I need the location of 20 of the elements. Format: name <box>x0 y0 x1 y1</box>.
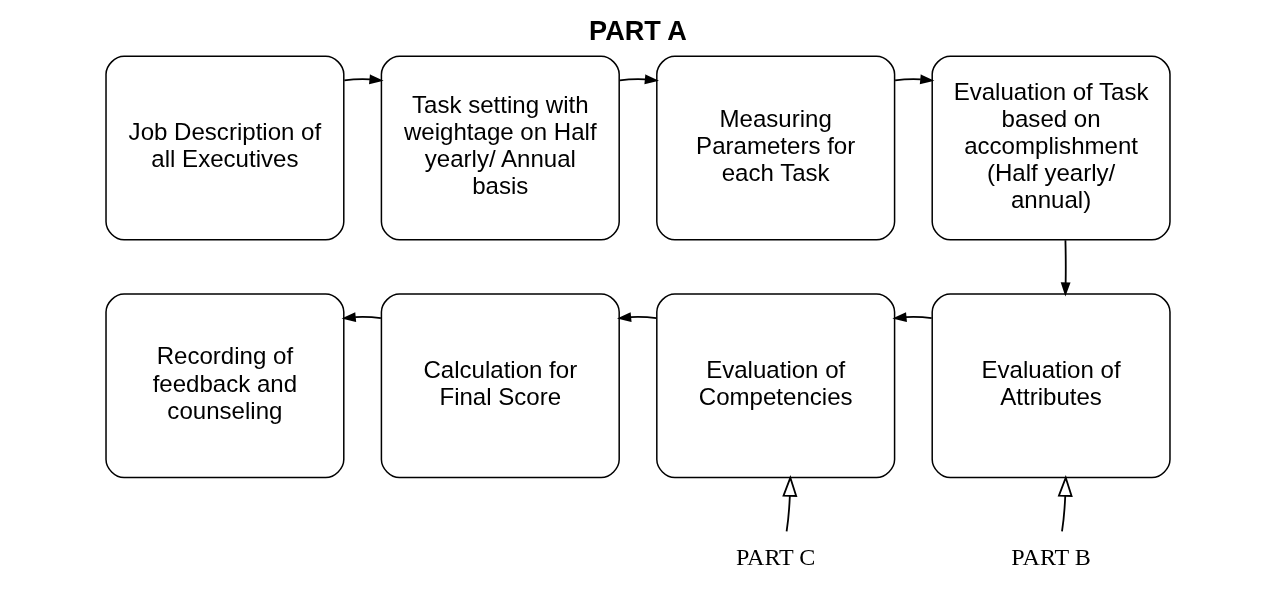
node-box: Measuring Parameters for each Task <box>656 55 896 241</box>
node-box: Evaluation of Attributes <box>931 293 1171 479</box>
diagram-title: PART A <box>589 15 687 47</box>
node-box: Calculation for Final Score <box>380 293 620 479</box>
arrow <box>617 312 658 323</box>
arrow <box>341 312 382 323</box>
arrow <box>1060 239 1071 297</box>
node-box: Evaluation of Competencies <box>656 293 896 479</box>
node-text: PART B <box>1011 543 1091 570</box>
arrow <box>894 74 935 85</box>
arrow <box>782 475 798 533</box>
node-box: Job Description of all Executives <box>105 55 345 241</box>
arrow <box>1057 475 1073 533</box>
node-box: Recording of feedback and counseling <box>105 293 345 479</box>
arrow <box>343 74 384 85</box>
node-box: Evaluation of Task based on accomplishment (Half yearly/ annual) <box>931 55 1171 241</box>
arrow <box>892 312 933 323</box>
node-box: Task setting with weightage on Half yearly/ Annual basis <box>380 55 620 241</box>
node-text: PART C <box>735 543 816 570</box>
arrow <box>618 74 659 85</box>
